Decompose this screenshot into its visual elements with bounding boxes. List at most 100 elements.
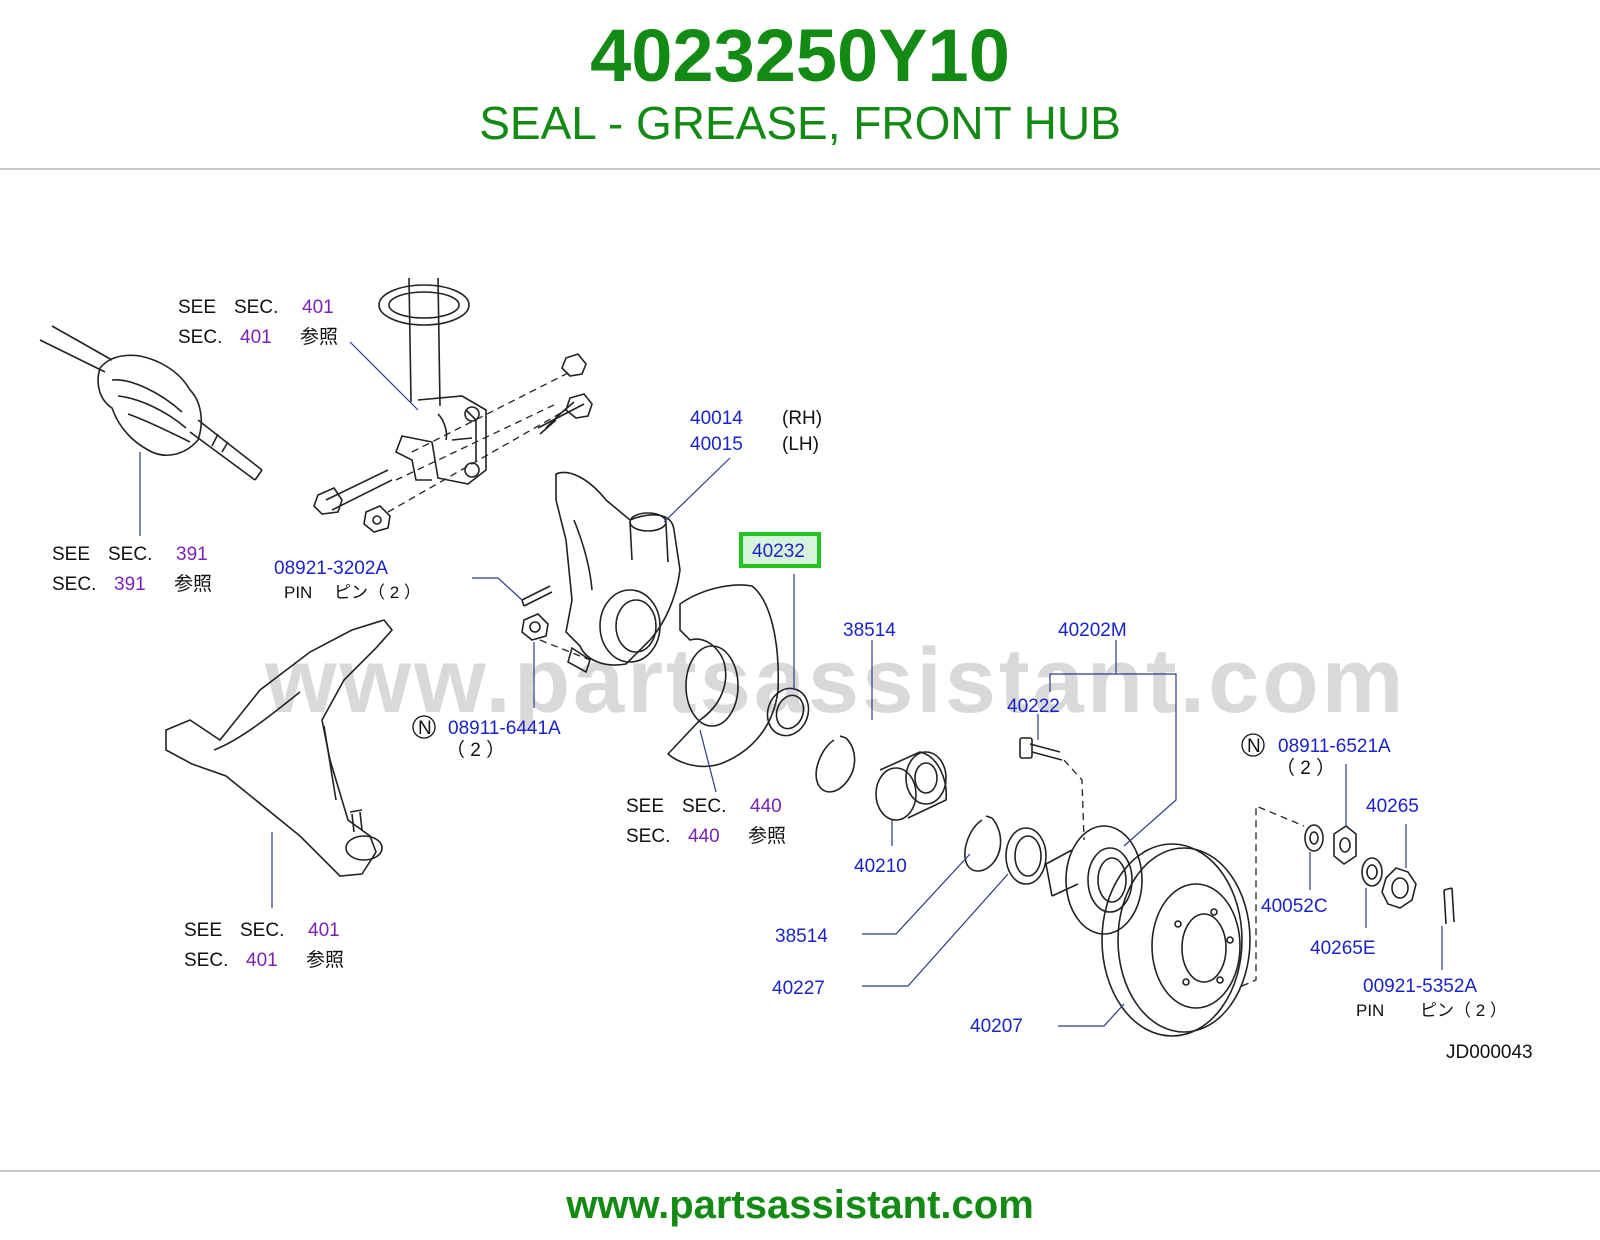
callout-pin1: 08921-3202A PIN ピン（ 2 ） xyxy=(274,558,421,602)
callout-highlighted-part[interactable]: 40232 xyxy=(739,532,821,568)
part-link-40210[interactable]: 40210 xyxy=(854,856,907,877)
strut-drawing[interactable] xyxy=(378,277,487,485)
part-link-08911-6521a[interactable]: 08911-6521A xyxy=(1278,736,1391,757)
leader-40227 xyxy=(862,873,1009,987)
n-badge-icon xyxy=(412,715,436,739)
svg-text:SEC.: SEC. xyxy=(626,826,670,847)
page-header: 4023250Y10 SEAL - GREASE, FRONT HUB xyxy=(0,0,1600,168)
svg-text:ピン（ 2 ）: ピン（ 2 ） xyxy=(1420,1001,1507,1020)
nut-cap-drawing[interactable] xyxy=(1381,867,1417,909)
section-link[interactable]: 401 xyxy=(240,327,272,348)
section-link[interactable]: 401 xyxy=(246,950,278,971)
cotter-pin-2-drawing[interactable] xyxy=(1443,887,1455,925)
section-link[interactable]: 401 xyxy=(308,920,340,941)
part-link-40052c[interactable]: 40052C xyxy=(1261,896,1328,917)
section-link[interactable]: 391 xyxy=(176,544,208,565)
callout-lower-arm: SEE SEC. 401 SEC. 401 参照 xyxy=(184,920,344,971)
svg-text:SEE: SEE xyxy=(178,297,216,318)
part-link-40227[interactable]: 40227 xyxy=(772,978,825,999)
section-link[interactable]: 391 xyxy=(114,574,146,595)
snap-ring-lower-drawing[interactable] xyxy=(964,815,1002,872)
part-link-40265[interactable]: 40265 xyxy=(1366,796,1419,817)
part-link-40222[interactable]: 40222 xyxy=(1007,696,1060,717)
part-link-40207[interactable]: 40207 xyxy=(970,1016,1023,1037)
svg-text:PIN: PIN xyxy=(284,583,312,602)
part-link-00921-5352a[interactable]: 00921-5352A xyxy=(1363,976,1477,997)
svg-text:N: N xyxy=(1247,736,1261,757)
highlight-box xyxy=(739,532,821,568)
part-link-40015[interactable]: 40015 xyxy=(690,434,743,455)
part-link-38514-upper[interactable]: 38514 xyxy=(843,620,896,641)
part-link-38514-lower[interactable]: 38514 xyxy=(775,926,828,947)
part-link-08911-6441a[interactable]: 08911-6441A xyxy=(448,718,561,739)
knuckle-drawing[interactable] xyxy=(555,471,681,674)
leader-pin1 xyxy=(472,577,523,601)
footer-url-link[interactable]: www.partsassistant.com xyxy=(566,1183,1034,1227)
section-link[interactable]: 440 xyxy=(688,826,720,847)
svg-text:SEE: SEE xyxy=(52,544,90,565)
callout-nut1: N 08911-6441A （ 2 ） xyxy=(412,715,561,761)
callout-strut: SEE SEC. 401 SEC. 401 参照 xyxy=(178,297,338,348)
svg-text:参照: 参照 xyxy=(300,326,338,348)
svg-text:(LH): (LH) xyxy=(782,434,819,455)
callout-pin2: 00921-5352A PIN ピン（ 2 ） xyxy=(1356,976,1507,1020)
hub-bolt-drawing[interactable] xyxy=(1019,737,1085,841)
svg-text:SEC.: SEC. xyxy=(178,327,222,348)
svg-text:N: N xyxy=(418,718,432,739)
svg-text:SEE: SEE xyxy=(626,796,664,817)
grease-seal-drawing[interactable] xyxy=(761,683,815,742)
svg-text:SEC.: SEC. xyxy=(240,920,284,941)
leader-38514-lower xyxy=(862,853,971,935)
part-link-40202m[interactable]: 40202M xyxy=(1058,620,1127,641)
leader-knuckle xyxy=(663,457,731,523)
svg-text:（ 2 ）: （ 2 ） xyxy=(1276,757,1335,779)
nut-1-drawing[interactable] xyxy=(521,613,591,661)
part-link-40232[interactable]: 40232 xyxy=(752,541,805,562)
svg-text:SEC.: SEC. xyxy=(682,796,726,817)
footer-divider xyxy=(0,1170,1600,1172)
part-link-08921-3202a[interactable]: 08921-3202A xyxy=(274,558,388,579)
callout-driveshaft: SEE SEC. 391 SEC. 391 参照 xyxy=(52,544,212,595)
part-link-40014[interactable]: 40014 xyxy=(690,408,743,429)
seal-40227-drawing[interactable] xyxy=(1005,827,1047,885)
snap-ring-upper-drawing[interactable] xyxy=(815,735,856,793)
svg-text:SEC.: SEC. xyxy=(234,297,278,318)
hub-drawing[interactable] xyxy=(1045,825,1143,935)
svg-text:参照: 参照 xyxy=(174,573,212,595)
callout-knuckle: 40014 (RH) 40015 (LH) xyxy=(690,408,822,455)
leader-strut xyxy=(349,341,419,411)
cotter-pin-1-drawing[interactable] xyxy=(521,585,553,607)
leader-40202m xyxy=(1049,640,1177,847)
svg-text:参照: 参照 xyxy=(748,825,786,847)
svg-text:SEC.: SEC. xyxy=(108,544,152,565)
diagram-code: JD000043 xyxy=(1446,1042,1533,1063)
n-badge-icon xyxy=(1241,733,1265,757)
svg-text:PIN: PIN xyxy=(1356,1001,1384,1020)
lower-arm-drawing[interactable] xyxy=(165,619,394,877)
svg-text:参照: 参照 xyxy=(306,949,344,971)
callout-brake: SEE SEC. 440 SEC. 440 参照 xyxy=(626,796,786,847)
part-link-40265e[interactable]: 40265E xyxy=(1310,938,1376,959)
backing-plate-drawing[interactable] xyxy=(666,584,780,768)
drive-shaft-drawing[interactable] xyxy=(39,325,263,481)
svg-text:(RH): (RH) xyxy=(782,408,822,429)
washer-40052c-drawing[interactable] xyxy=(1304,824,1324,852)
washer-40265e-drawing[interactable] xyxy=(1361,857,1383,887)
nut-2-drawing[interactable] xyxy=(1333,825,1357,865)
strut-bolts-drawing[interactable] xyxy=(313,353,593,533)
svg-text:SEE: SEE xyxy=(184,920,222,941)
section-link[interactable]: 401 xyxy=(302,297,334,318)
svg-text:ピン（ 2 ）: ピン（ 2 ） xyxy=(334,583,421,602)
callout-nut2: N 08911-6521A （ 2 ） xyxy=(1241,733,1391,779)
header-divider xyxy=(0,168,1600,170)
watermark: www.partsassistant.com xyxy=(264,630,1406,732)
part-description: SEAL - GREASE, FRONT HUB xyxy=(479,97,1121,149)
svg-text:（ 2 ）: （ 2 ） xyxy=(446,739,505,761)
leader-brake xyxy=(699,729,717,793)
part-number-title: 4023250Y10 xyxy=(590,14,1010,97)
svg-text:SEC.: SEC. xyxy=(184,950,228,971)
rotor-drawing[interactable] xyxy=(1101,805,1305,1037)
section-link[interactable]: 440 xyxy=(750,796,782,817)
bearing-drawing[interactable] xyxy=(875,751,948,821)
